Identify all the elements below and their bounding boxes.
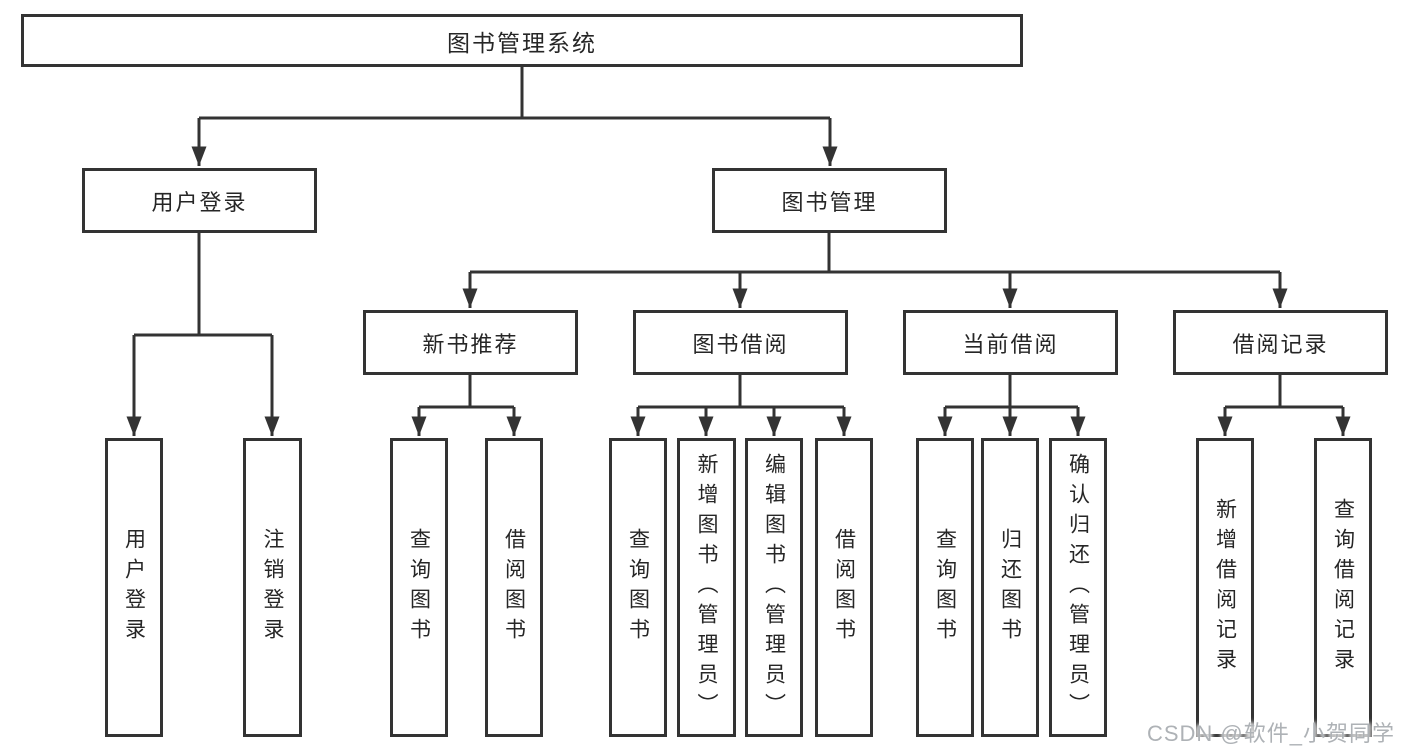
leaf-label: 新增借阅记录 [1213,497,1237,678]
leaf-confirm-return-admin: 确认归还（管理员） [1049,438,1107,737]
node-new-book-recommendation: 新书推荐 [363,310,578,375]
leaf-return-book: 归还图书 [981,438,1039,737]
leaf-label: 归还图书 [998,527,1022,648]
leaf-label: 查询图书 [626,527,650,648]
leaf-query-borrow-record: 查询借阅记录 [1314,438,1372,737]
leaf-label: 查询图书 [407,527,431,648]
leaf-borrow-books-borrow: 借阅图书 [815,438,873,737]
leaf-label: 借阅图书 [502,527,526,648]
leaf-logout: 注销登录 [243,438,302,737]
node-user-login: 用户登录 [82,168,317,233]
leaf-label: 查询图书 [933,527,957,648]
leaf-edit-book-admin: 编辑图书（管理员） [745,438,803,737]
node-label: 新书推荐 [422,331,519,357]
leaf-add-book-admin: 新增图书（管理员） [677,438,736,737]
node-current-borrowing: 当前借阅 [903,310,1118,375]
node-label: 借阅记录 [1232,331,1329,357]
watermark-text: CSDN @软件_小贺同学 [1146,721,1395,746]
leaf-user-login: 用户登录 [105,438,163,737]
leaf-label: 注销登录 [261,527,284,648]
leaf-label: 查询借阅记录 [1331,497,1355,678]
node-book-borrowing: 图书借阅 [633,310,848,375]
leaf-label: 编辑图书（管理员） [762,452,786,723]
node-book-management: 图书管理 [712,168,947,233]
node-label: 当前借阅 [962,331,1059,357]
node-label: 图书借阅 [692,331,789,357]
node-label: 用户登录 [151,189,248,215]
leaf-label: 新增图书（管理员） [695,452,718,723]
leaf-query-books-borrow: 查询图书 [609,438,667,737]
node-label: 图书管理 [781,189,878,215]
leaf-add-borrow-record: 新增借阅记录 [1196,438,1254,737]
node-label: 图书管理系统 [447,29,597,56]
leaf-borrow-books-recommend: 借阅图书 [485,438,543,737]
node-library-system-root: 图书管理系统 [21,14,1023,67]
leaf-label: 确认归还（管理员） [1066,452,1090,723]
leaf-query-books-recommend: 查询图书 [390,438,448,737]
leaf-label: 借阅图书 [832,527,856,648]
leaf-label: 用户登录 [122,527,146,648]
leaf-query-books-current: 查询图书 [916,438,974,737]
node-borrowing-records: 借阅记录 [1173,310,1388,375]
